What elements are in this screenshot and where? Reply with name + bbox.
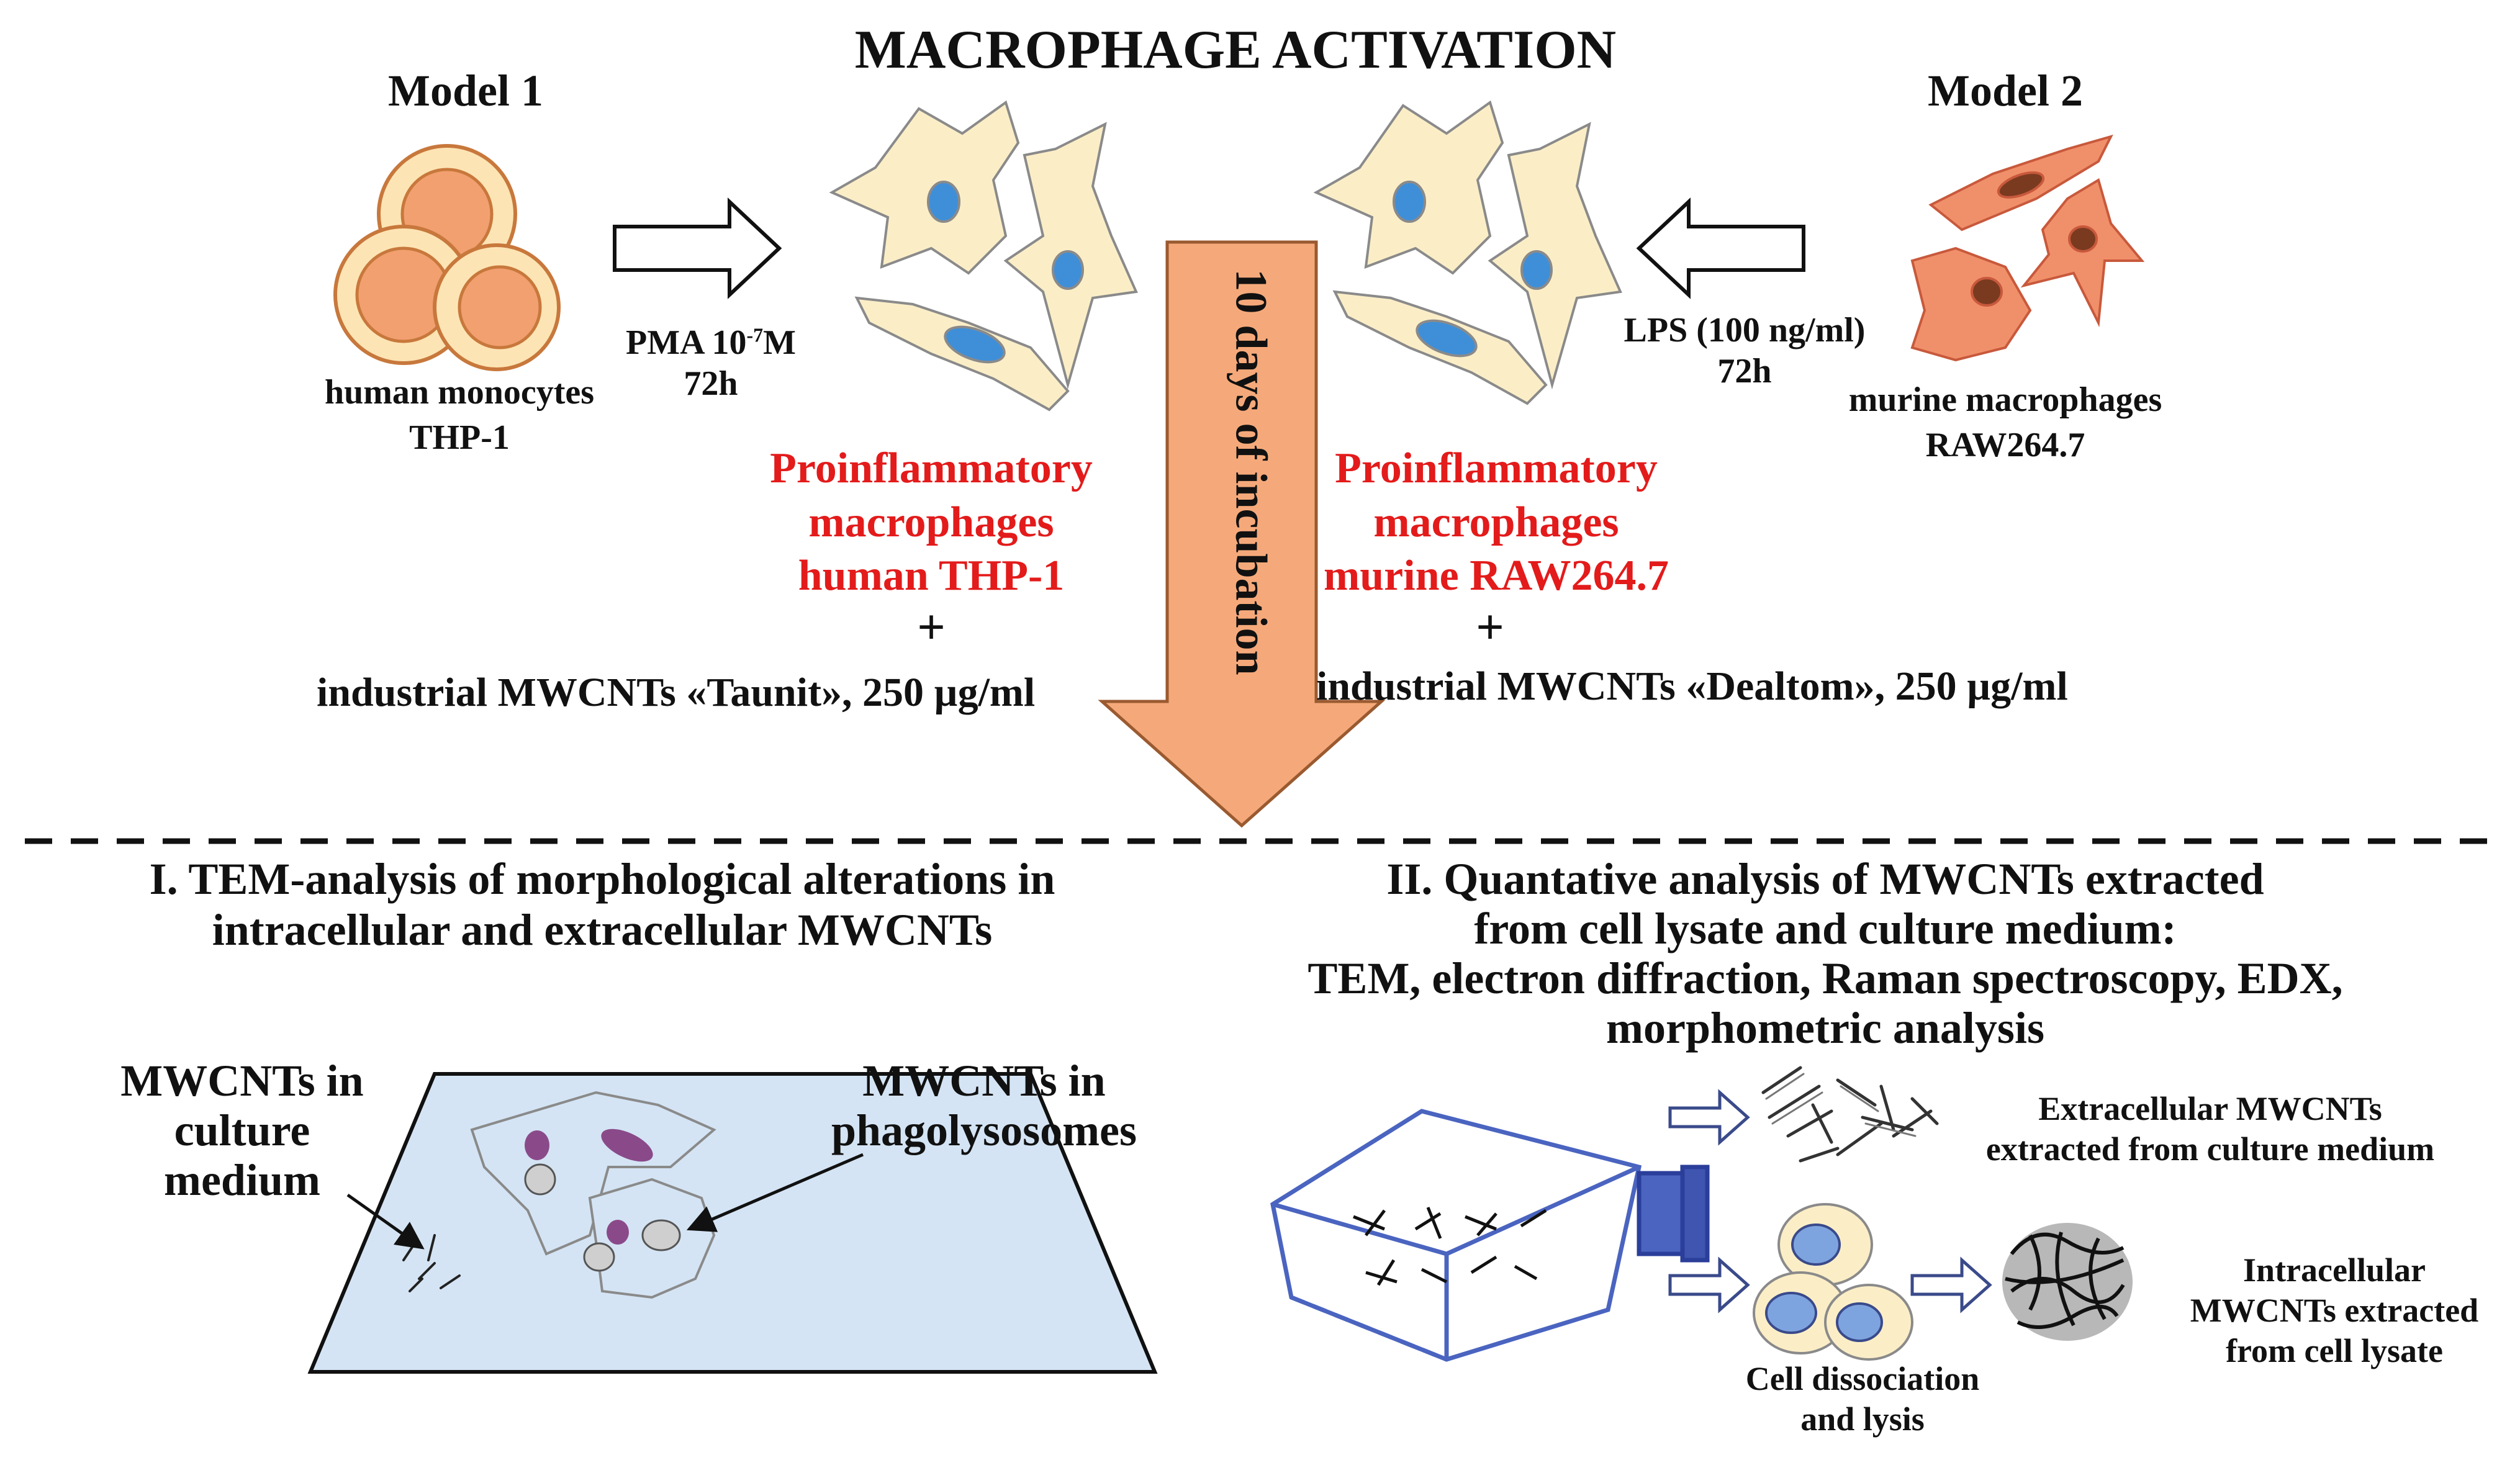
diagram-title: MACROPHAGE ACTIVATION — [854, 20, 1617, 80]
section1-title-1: I. TEM-analysis of morphological alterat… — [149, 854, 1055, 904]
tem-plate-illustration — [307, 1072, 1158, 1374]
model2-result-2: macrophages — [1373, 498, 1619, 546]
model1-plus: + — [917, 600, 946, 655]
dissociation-label-1: Cell dissociation — [1745, 1360, 1980, 1397]
label-medium-1: MWCNTs in — [120, 1056, 364, 1106]
extracellular-label-2: extracted from culture medium — [1985, 1130, 2435, 1168]
culture-flask-illustration — [1270, 1109, 1710, 1362]
extracellular-arrow — [1668, 1089, 1750, 1146]
model2-plus: + — [1476, 600, 1504, 655]
model1-result-1: Proinflammatory — [770, 444, 1093, 492]
label-medium-3: medium — [164, 1155, 320, 1205]
thp1-macrophages-illustration — [829, 100, 1138, 412]
thp1-monocytes-illustration — [333, 144, 561, 371]
model1-cells: human monocytes — [324, 373, 595, 412]
incubation-label: 10 days of incubation — [1226, 268, 1276, 675]
model2-heading: Model 2 — [1928, 66, 2083, 115]
lysis-arrow — [1668, 1256, 1750, 1314]
model2-result-3: murine RAW264.7 — [1323, 552, 1669, 600]
section2-title-4: morphometric analysis — [1606, 1003, 2044, 1053]
section2-title-1: II. Quantative analysis of MWCNTs extrac… — [1386, 854, 2264, 904]
intracellular-label-1: Intracellular — [2243, 1251, 2426, 1289]
model2-result-1: Proinflammatory — [1335, 444, 1658, 492]
model2-line: RAW264.7 — [1925, 426, 2085, 464]
model1-nanotubes: industrial MWCNTs «Taunit», 250 µg/ml — [317, 670, 1036, 715]
model1-line: THP-1 — [409, 418, 510, 457]
label-phago-1: MWCNTs in — [862, 1056, 1106, 1106]
incubation-arrow — [1098, 240, 1386, 828]
dissociation-label-2: and lysis — [1800, 1400, 1925, 1438]
label-phago-2: phagolysosomes — [831, 1106, 1137, 1155]
model1-result-2: macrophages — [808, 498, 1054, 546]
model1-result-3: human THP-1 — [798, 552, 1065, 600]
model2-treatment: LPS (100 ng/ml) — [1624, 311, 1866, 349]
raw264-cells-illustration — [1910, 134, 2145, 362]
section1-title-2: intracellular and extracellular MWCNTs — [212, 905, 993, 955]
model1-arrow — [613, 197, 782, 299]
intracellular-label-2: MWCNTs extracted — [2190, 1292, 2479, 1329]
intracellular-label-3: from cell lysate — [2226, 1332, 2443, 1369]
extracellular-mwcnts-illustration — [1761, 1066, 1939, 1163]
intracellular-arrow — [1910, 1256, 1992, 1314]
model1-heading: Model 1 — [388, 66, 543, 115]
model2-nanotubes: industrial MWCNTs «Dealtom», 250 µg/ml — [1316, 664, 2068, 709]
section2-title-3: TEM, electron diffraction, Raman spectro… — [1307, 953, 2343, 1003]
model2-duration: 72h — [1717, 352, 1772, 390]
label-medium-2: culture — [174, 1106, 310, 1155]
raw-macrophages-illustration — [1313, 100, 1622, 405]
model1-duration: 72h — [684, 364, 738, 403]
model2-cells: murine macrophages — [1848, 381, 2162, 419]
intracellular-mwcnts-illustration — [2002, 1223, 2133, 1341]
extracellular-label-1: Extracellular MWCNTs — [2038, 1090, 2382, 1127]
model2-arrow — [1636, 197, 1805, 299]
model1-treatment: PMA 10-7M — [626, 323, 796, 362]
lysis-cells-illustration — [1753, 1203, 1913, 1361]
section2-title-2: from cell lysate and culture medium: — [1474, 904, 2177, 953]
